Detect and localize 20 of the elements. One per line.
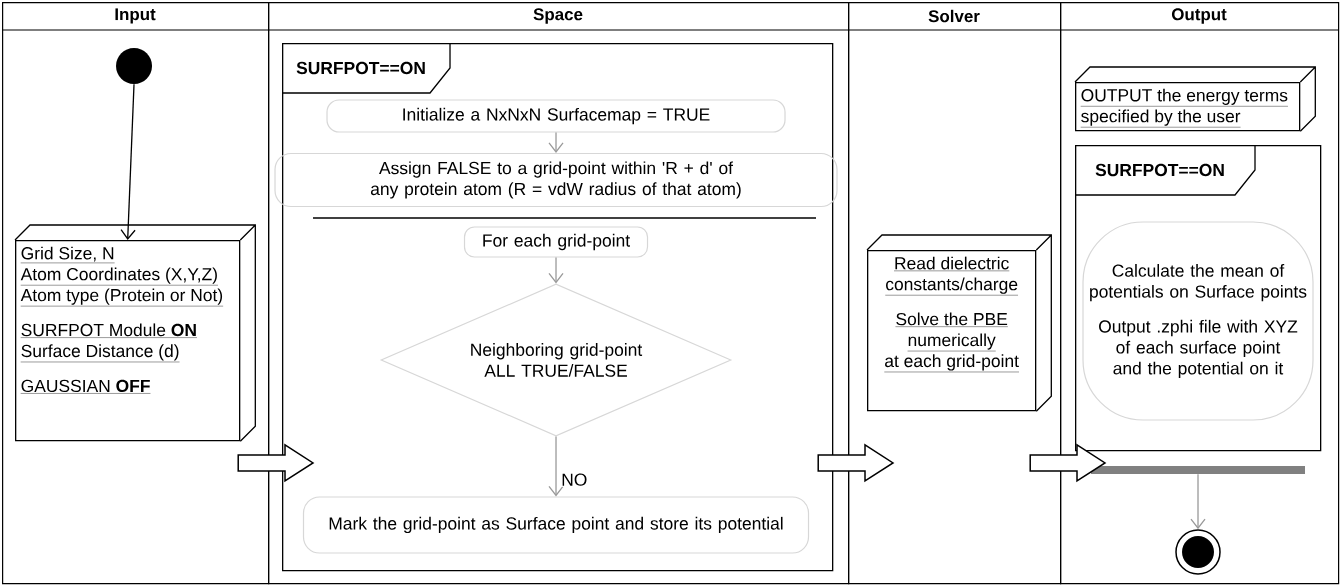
join-bar [1091, 466, 1305, 474]
arrow [548, 435, 564, 497]
arrow [548, 256, 564, 284]
arrow [1190, 473, 1206, 530]
arrow [120, 83, 136, 240]
block-arrow [817, 443, 895, 483]
arrow [548, 131, 564, 153]
input-box: Read dielectric constants/charge Solve the PBE numerically at each grid-point [866, 234, 1052, 412]
end-node [1175, 529, 1221, 575]
block-arrow [1029, 443, 1107, 483]
input-box: OUTPUT the energy terms specified by the user [1074, 66, 1316, 132]
action-box: Calculate the mean of potentials on Surface points Output .zphi file with XYZ of each surface point and the potential on it [1082, 221, 1314, 421]
input-box: Grid Size, N Atom Coordinates (X,Y,Z) Atom type (Protein or Not) SURFPOT Module ON Surface Distance (d) GAUSSIAN OFF [14, 224, 256, 442]
action-box: Assign FALSE to a grid-point within 'R + d' of any protein atom (R = vdW radius of that atom) [274, 152, 838, 208]
block-arrow [237, 443, 315, 483]
action-box: Mark the grid-point as Surface point and store its potential [302, 496, 810, 554]
action-box: For each grid-point [463, 226, 649, 258]
start-node [116, 48, 152, 84]
edge-label: NO [562, 473, 587, 486]
action-box: Initialize a NxNxN Surfacemap = TRUE [326, 99, 786, 133]
